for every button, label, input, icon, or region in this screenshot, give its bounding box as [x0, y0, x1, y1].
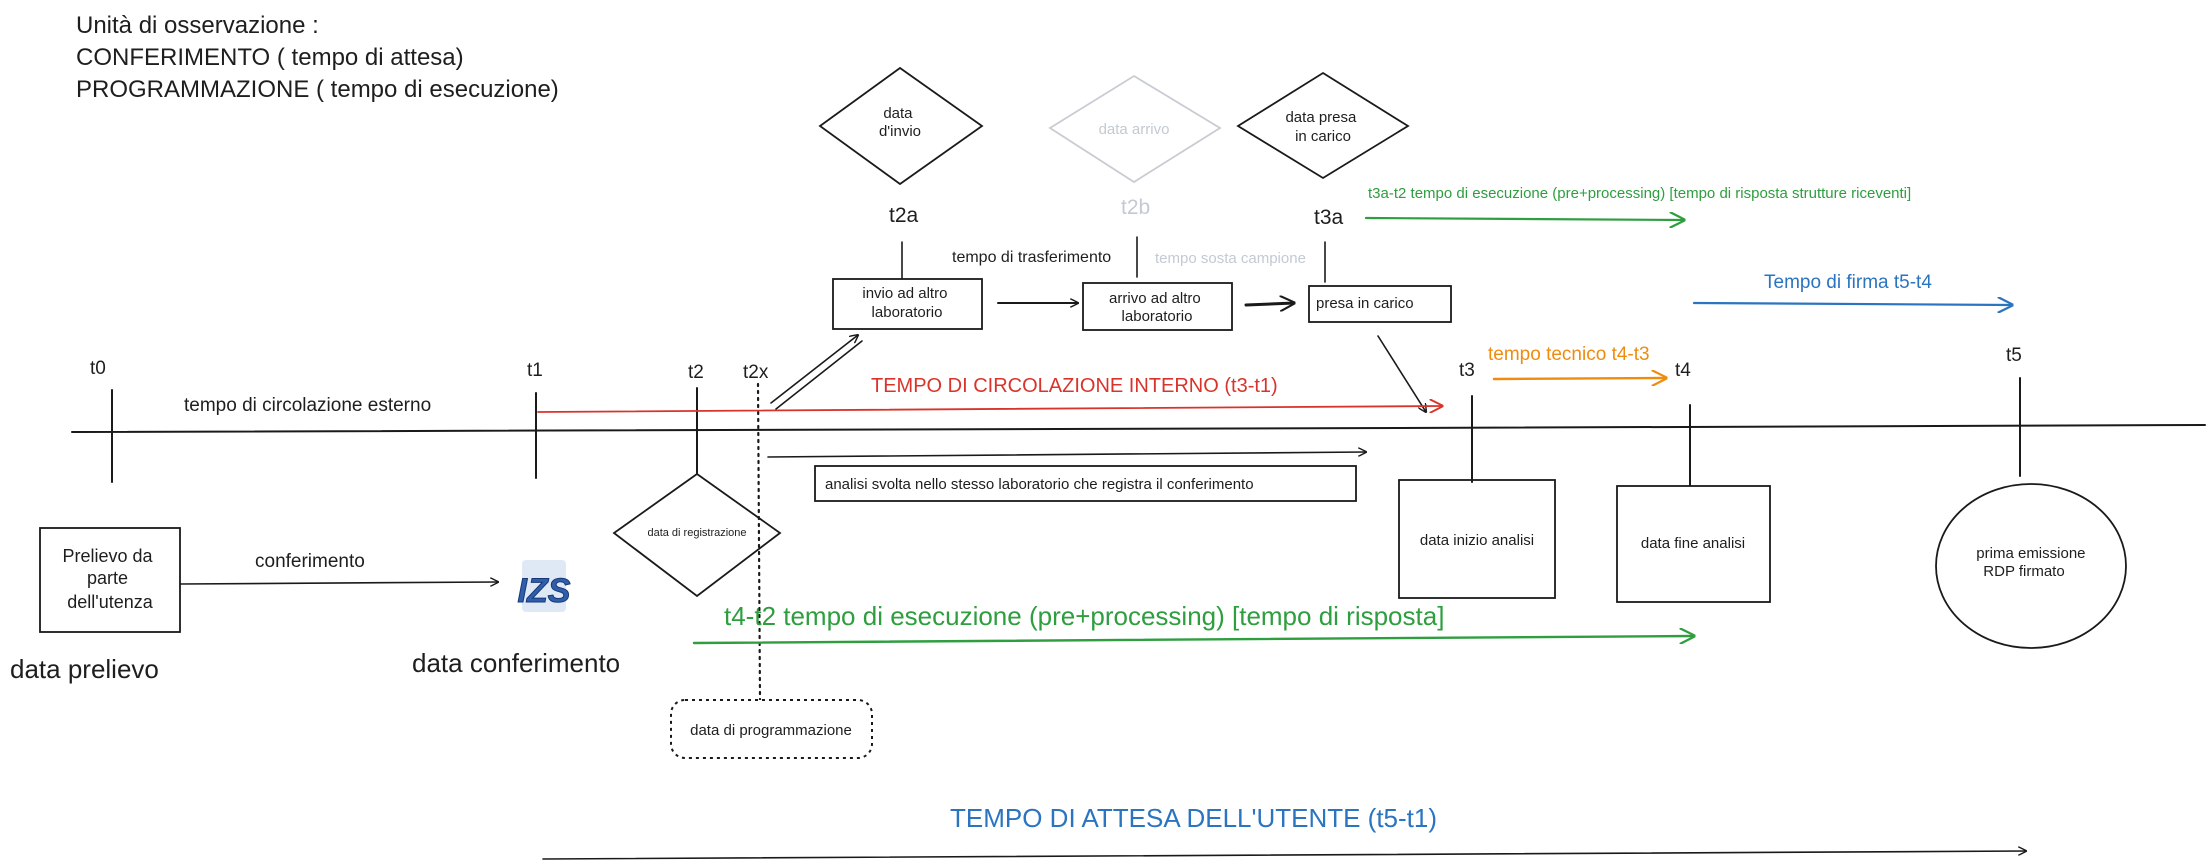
label-tempo-tecnico: tempo tecnico t4-t3	[1488, 344, 1650, 365]
diamond-data-invio	[818, 66, 984, 186]
text-data-presa-line1: data presa	[1285, 109, 1357, 126]
label-tempo-attesa-utente: TEMPO DI ATTESA DELL'UTENTE (t5-t1)	[950, 803, 1437, 833]
label-tempo-firma: Tempo di firma t5-t4	[1764, 272, 1932, 293]
label-t2a: t2a	[889, 204, 919, 227]
label-t4-t2: t4-t2 tempo di esecuzione (pre+processin…	[724, 601, 1444, 631]
text-presa-in-carico: presa in carico	[1316, 295, 1414, 312]
box-data-inizio-analisi	[1398, 479, 1556, 599]
box-data-fine-analisi	[1616, 485, 1771, 603]
arrow-to-invio	[770, 335, 858, 404]
text-arrivo-line1: arrivo ad altro	[1109, 290, 1201, 307]
box-prelievo	[39, 527, 181, 633]
label-conferimento: conferimento	[255, 551, 365, 572]
text-rdp-line1: prima emissione	[1976, 545, 2085, 562]
diamond-data-presa-in-carico	[1236, 71, 1410, 180]
label-data-conferimento: data conferimento	[412, 648, 620, 678]
text-invio-line1: invio ad altro	[862, 285, 947, 302]
arrow-tempo-firma	[1692, 303, 2012, 305]
label-circolazione-esterno: tempo di circolazione esterno	[184, 395, 431, 416]
arrow-tempo-circolazione-interno	[537, 406, 1442, 412]
text-arrivo: arrivo ad altro laboratorio	[1109, 290, 1205, 325]
box-invio-altro-laboratorio	[832, 278, 983, 330]
arrow-presa-to-t3	[1377, 335, 1426, 412]
text-data-inizio-analisi: data inizio analisi	[1420, 532, 1534, 549]
label-t4: t4	[1675, 360, 1691, 381]
diamond-data-registrazione	[612, 472, 782, 598]
text-invio: invio ad altro laboratorio	[862, 285, 951, 321]
label-t3: t3	[1459, 360, 1475, 381]
text-data-programmazione: data di programmazione	[690, 722, 852, 739]
text-data-invio-line2: d'invio	[879, 123, 921, 140]
label-t2x: t2x	[743, 362, 769, 383]
arrow-tempo-tecnico	[1492, 378, 1666, 379]
text-prelievo: Prelievo da parte dell'utenza	[62, 546, 157, 612]
label-t0: t0	[90, 358, 106, 379]
label-t1: t1	[527, 360, 543, 381]
box-analisi-stesso-laboratorio	[814, 465, 1357, 502]
label-data-prelievo: data prelievo	[10, 654, 159, 684]
text-prelievo-line1: Prelievo da	[62, 546, 153, 566]
box-arrivo-altro-laboratorio	[1082, 282, 1233, 331]
text-prelievo-line2: parte	[87, 568, 128, 588]
ellipse-prima-emissione-rdp	[1935, 483, 2127, 649]
text-data-fine-analisi: data fine analisi	[1641, 535, 1745, 552]
arrow-conferimento	[179, 582, 498, 584]
text-rdp-line2: RDP firmato	[1983, 563, 2064, 580]
label-t2b: t2b	[1121, 196, 1150, 219]
text-prelievo-line3: dell'utenza	[67, 592, 153, 612]
text-data-registrazione: data di registrazione	[647, 527, 746, 539]
label-tempo-circolazione-interno: TEMPO DI CIRCOLAZIONE INTERNO (t3-t1)	[871, 375, 1278, 397]
box-data-programmazione	[670, 699, 873, 759]
text-analisi-stesso-laboratorio: analisi svolta nello stesso laboratorio …	[825, 476, 1254, 493]
arrow-analisi-stesso-laboratorio	[767, 452, 1366, 458]
diamond-data-arrivo	[1048, 74, 1222, 184]
label-t5: t5	[2006, 345, 2022, 366]
label-t2: t2	[688, 362, 704, 383]
text-prima-emissione-rdp: prima emissione RDP firmato	[1976, 545, 2089, 580]
arrow-arrivo-to-presa	[1244, 303, 1294, 305]
arrow-t4-t2	[692, 636, 1694, 645]
text-data-invio-line1: data	[883, 105, 913, 122]
text-data-presa: data presa in carico	[1285, 109, 1360, 145]
text-arrivo-line2: laboratorio	[1122, 308, 1193, 325]
label-t3a: t3a	[1314, 206, 1344, 229]
izs-logo-text: IZS	[518, 572, 571, 610]
box-presa-in-carico	[1308, 285, 1452, 323]
text-data-invio: data d'invio	[879, 105, 921, 140]
label-tempo-trasferimento: tempo di trasferimento	[952, 249, 1111, 266]
observation-line-conferimento: CONFERIMENTO ( tempo di attesa)	[76, 44, 464, 71]
text-data-presa-line2: in carico	[1295, 128, 1351, 145]
main-timeline-axis	[71, 424, 2206, 433]
label-tempo-sosta-campione: tempo sosta campione	[1155, 250, 1306, 267]
observation-line-programmazione: PROGRAMMAZIONE ( tempo di esecuzione)	[76, 76, 559, 103]
observation-title: Unità di osservazione :	[76, 12, 319, 39]
arrow-t3a-t2	[1364, 218, 1684, 220]
text-invio-line2: laboratorio	[872, 304, 943, 321]
arrow-to-invio-double	[775, 340, 863, 410]
izs-logo: IZS	[517, 560, 571, 612]
observation-header: Unità di osservazione : CONFERIMENTO ( t…	[76, 12, 559, 103]
arrow-tempo-attesa-utente	[542, 851, 2026, 860]
text-data-arrivo: data arrivo	[1099, 121, 1170, 138]
label-t3a-t2: t3a-t2 tempo di esecuzione (pre+processi…	[1368, 185, 1911, 202]
